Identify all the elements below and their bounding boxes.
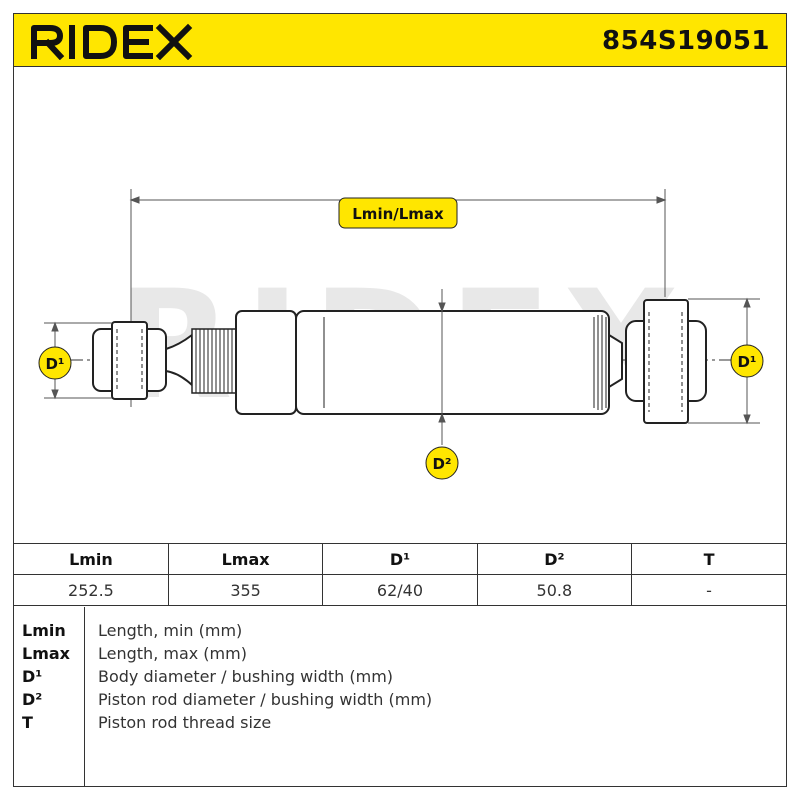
- legend-item: Lmin Length, min (mm): [14, 621, 786, 643]
- legend-desc: Piston rod thread size: [98, 713, 272, 732]
- shock-absorber-drawing: RIDEX: [14, 67, 786, 543]
- spec-value-lmax: 355: [168, 574, 324, 606]
- legend: Lmin Length, min (mm) Lmax Length, max (…: [14, 607, 786, 786]
- right-eye-mount: [625, 299, 707, 424]
- spec-value-row: 252.5 355 62/40 50.8 -: [14, 574, 786, 606]
- spec-header-lmin: Lmin: [14, 543, 169, 575]
- label-d1-left-text: D¹: [45, 355, 64, 373]
- brand-logo: [28, 22, 198, 64]
- legend-item: D² Piston rod diameter / bushing width (…: [14, 690, 786, 712]
- legend-key: Lmax: [22, 644, 70, 663]
- label-d1-left: D¹: [38, 346, 72, 380]
- legend-desc: Length, min (mm): [98, 621, 243, 640]
- technical-drawing: RIDEX: [38, 189, 764, 480]
- legend-key: D²: [22, 690, 43, 709]
- spec-value-d1: 62/40: [322, 574, 478, 606]
- legend-key: Lmin: [22, 621, 66, 640]
- label-length: Lmin/Lmax: [338, 197, 458, 229]
- part-number: 854S19051: [602, 26, 770, 56]
- label-d2-text: D²: [432, 455, 451, 473]
- legend-item: T Piston rod thread size: [14, 713, 786, 735]
- legend-desc: Length, max (mm): [98, 644, 247, 663]
- spec-sheet: 854S19051 RIDEX: [13, 13, 787, 787]
- left-eye-mount: [92, 321, 193, 400]
- legend-item: Lmax Length, max (mm): [14, 644, 786, 666]
- legend-desc: Piston rod diameter / bushing width (mm): [98, 690, 433, 709]
- legend-item: D¹ Body diameter / bushing width (mm): [14, 667, 786, 689]
- ridex-logo: [31, 23, 193, 61]
- legend-desc: Body diameter / bushing width (mm): [98, 667, 394, 686]
- piston-rod-thread: [191, 328, 237, 394]
- label-d1-right: D¹: [730, 344, 764, 378]
- spec-header-lmax: Lmax: [168, 543, 324, 575]
- legend-key: D¹: [22, 667, 43, 686]
- label-d2: D²: [425, 446, 459, 480]
- legend-divider: [84, 607, 85, 786]
- legend-key: T: [22, 713, 33, 732]
- spec-header-t: T: [631, 543, 786, 575]
- spec-value-t: -: [631, 574, 786, 606]
- spec-value-lmin: 252.5: [14, 574, 169, 606]
- spec-value-d2: 50.8: [477, 574, 633, 606]
- d2-dimension: [438, 289, 446, 445]
- spec-header-d1: D¹: [322, 543, 478, 575]
- spec-header-row: Lmin Lmax D¹ D² T: [14, 543, 786, 575]
- header-bar: 854S19051: [14, 14, 786, 67]
- spec-header-d2: D²: [477, 543, 633, 575]
- shock-body: [235, 310, 623, 415]
- label-d1-right-text: D¹: [737, 353, 756, 371]
- spec-table: Lmin Lmax D¹ D² T 252.5 355 62/40 50.8 -: [14, 543, 786, 606]
- label-length-text: Lmin/Lmax: [352, 205, 444, 223]
